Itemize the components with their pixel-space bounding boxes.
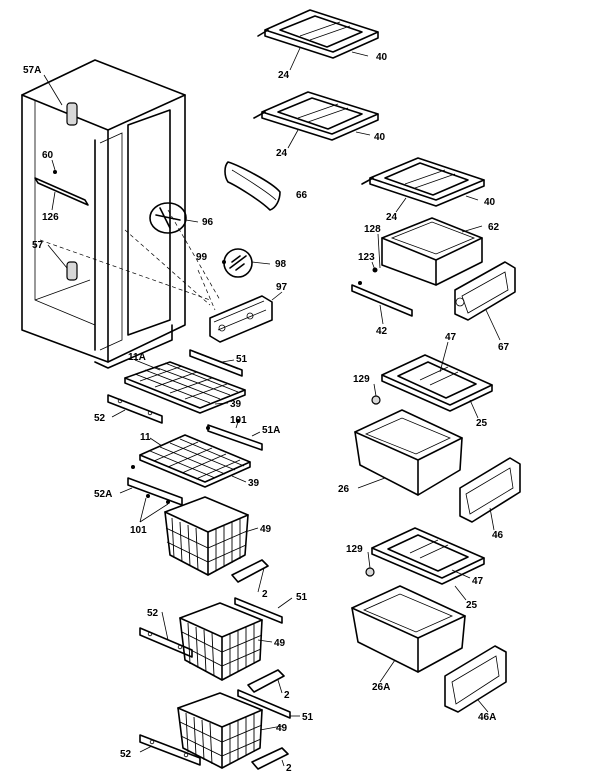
shelf-rail-51-bottom bbox=[237, 689, 291, 719]
label-123: 123 bbox=[358, 252, 375, 263]
label-67: 67 bbox=[498, 342, 510, 353]
wire-basket-49-bottom bbox=[177, 692, 263, 769]
trim-66 bbox=[224, 161, 281, 211]
label-25-top: 25 bbox=[476, 418, 488, 429]
label-24-middle: 24 bbox=[276, 148, 288, 159]
label-128: 128 bbox=[364, 224, 381, 235]
screw-60 bbox=[53, 170, 57, 174]
label-52-bottom: 52 bbox=[120, 749, 132, 760]
crisper-cover-47-top bbox=[381, 354, 493, 412]
label-40-top: 40 bbox=[376, 52, 388, 63]
label-51-top: 51 bbox=[236, 354, 248, 365]
label-49-middle: 49 bbox=[274, 638, 286, 649]
label-47-bottom: 47 bbox=[472, 576, 484, 587]
label-96: 96 bbox=[202, 217, 214, 228]
crisper-cover-47-bottom bbox=[371, 527, 485, 585]
glass-shelf-top bbox=[257, 9, 379, 59]
crisper-pan-26a bbox=[351, 585, 466, 673]
label-47-top: 47 bbox=[445, 332, 457, 343]
label-57: 57 bbox=[32, 240, 44, 251]
label-51-middle: 51 bbox=[296, 592, 308, 603]
hinge-assembly-96 bbox=[149, 202, 199, 234]
basket-guide-2-bottom bbox=[251, 747, 289, 770]
hinge-cover-57a bbox=[66, 102, 78, 126]
label-97: 97 bbox=[276, 282, 288, 293]
label-11: 11 bbox=[140, 432, 151, 443]
label-49-bottom: 49 bbox=[276, 723, 288, 734]
crisper-front-46 bbox=[459, 457, 521, 523]
glass-shelf-middle bbox=[253, 91, 379, 141]
label-46: 46 bbox=[492, 530, 504, 541]
label-49-top: 49 bbox=[260, 524, 272, 535]
label-39-bottom: 39 bbox=[248, 478, 260, 489]
label-26: 26 bbox=[338, 484, 350, 495]
label-2-top: 2 bbox=[262, 589, 268, 600]
shelf-rail-51-top bbox=[189, 349, 243, 377]
hinge-cover-57 bbox=[66, 261, 78, 281]
label-60: 60 bbox=[42, 150, 54, 161]
label-126: 126 bbox=[42, 212, 59, 223]
label-51-bottom: 51 bbox=[302, 712, 314, 723]
label-39-top: 39 bbox=[230, 399, 242, 410]
lamp-98 bbox=[222, 248, 271, 278]
label-52-top: 52 bbox=[94, 413, 106, 424]
label-40-right: 40 bbox=[484, 197, 496, 208]
label-24-right: 24 bbox=[386, 212, 398, 223]
label-99: 99 bbox=[196, 252, 208, 263]
label-2-middle: 2 bbox=[284, 690, 290, 701]
shelf-support-52-mid bbox=[139, 627, 193, 658]
wire-shelf-11a bbox=[124, 361, 246, 414]
label-52-middle: 52 bbox=[147, 608, 159, 619]
label-24-top: 24 bbox=[278, 70, 290, 81]
cabinet-liner bbox=[21, 59, 221, 369]
label-26a: 26A bbox=[372, 682, 390, 693]
label-57a: 57A bbox=[23, 65, 41, 76]
label-11a: 11A bbox=[128, 352, 146, 363]
basket-guide-2-top bbox=[231, 559, 269, 583]
label-2-bottom: 2 bbox=[286, 763, 292, 774]
wire-basket-49-top bbox=[164, 496, 249, 576]
label-51a: 51A bbox=[262, 425, 280, 436]
label-62: 62 bbox=[488, 222, 500, 233]
drawer-62 bbox=[381, 217, 483, 286]
drawer-front-67 bbox=[454, 261, 516, 321]
label-101-top: 101 bbox=[230, 415, 247, 426]
label-25-bottom: 25 bbox=[466, 600, 478, 611]
wire-shelf-11 bbox=[131, 434, 251, 488]
rail-126 bbox=[34, 177, 89, 206]
shelf-rail-51a bbox=[206, 419, 263, 451]
roller-129-bottom bbox=[365, 567, 375, 577]
basket-guide-2-mid bbox=[247, 669, 285, 693]
label-66: 66 bbox=[296, 190, 308, 201]
wire-basket-49-mid bbox=[179, 602, 263, 681]
shelf-rail-51-mid bbox=[234, 597, 283, 624]
drawer-rail-42 bbox=[351, 267, 413, 317]
shelf-support-52-top bbox=[107, 394, 163, 424]
label-101-bottom: 101 bbox=[130, 525, 147, 536]
roller-129-top bbox=[371, 395, 381, 405]
shelf-support-52a bbox=[127, 477, 183, 506]
label-42: 42 bbox=[376, 326, 388, 337]
crisper-front-46a bbox=[444, 645, 507, 713]
glass-shelf-right bbox=[361, 157, 485, 207]
part-labels: 57A 60 126 57 96 66 99 98 97 24 40 24 40… bbox=[23, 52, 510, 774]
label-129-top: 129 bbox=[353, 374, 370, 385]
label-46a: 46A bbox=[478, 712, 496, 723]
label-129-bottom: 129 bbox=[346, 544, 363, 555]
label-40-middle: 40 bbox=[374, 132, 386, 143]
shelf-support-52-bottom bbox=[139, 734, 201, 766]
crisper-pan-26 bbox=[354, 409, 463, 496]
control-housing-97 bbox=[197, 269, 283, 343]
label-98: 98 bbox=[275, 259, 287, 270]
leader-lines bbox=[43, 47, 501, 767]
label-52a: 52A bbox=[94, 489, 112, 500]
